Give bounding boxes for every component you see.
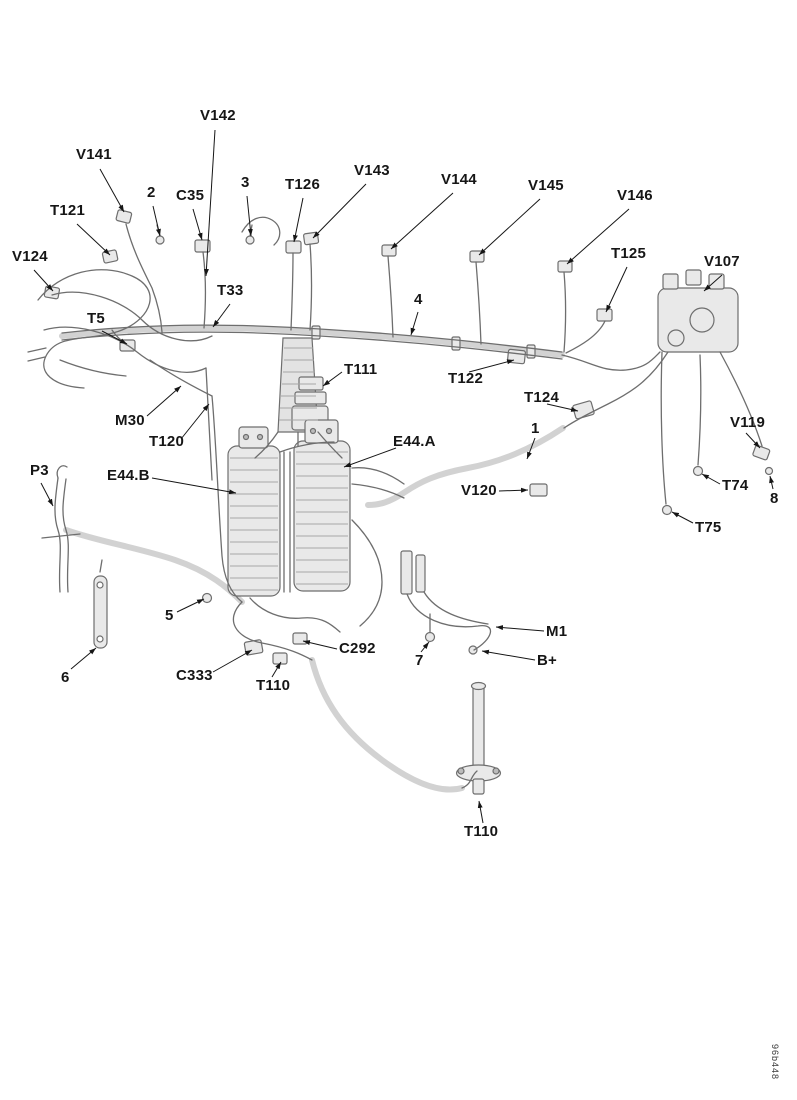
leader-line (312, 183, 367, 239)
terminal-t74 (692, 465, 704, 477)
leader-line (271, 661, 282, 678)
leader-line (390, 192, 454, 250)
battery-post (415, 554, 426, 593)
leader-line (176, 598, 205, 613)
leader-line (292, 197, 304, 243)
leader-line (76, 223, 111, 256)
document-code: 96b448 (770, 1044, 780, 1081)
leader-line (420, 641, 430, 653)
terminal-bplus (468, 645, 478, 655)
leader-line (498, 487, 529, 493)
cylinder-ribs (230, 347, 348, 591)
cylinder-cap-left (238, 426, 269, 449)
leader-line (212, 649, 253, 673)
strap-6 (93, 575, 108, 649)
leader-line (526, 437, 536, 460)
pump-v107-port (689, 307, 715, 333)
leader-line (212, 303, 231, 328)
leader-line (302, 640, 338, 650)
pump-fitting (708, 273, 725, 290)
leader-line (146, 385, 182, 417)
leader-line (99, 168, 125, 213)
leader-line (478, 198, 541, 256)
leader-line (671, 511, 694, 524)
bolt-8 (764, 466, 774, 476)
clamp-5 (201, 592, 213, 604)
standpipe-top (470, 681, 487, 691)
leader-line (151, 477, 237, 495)
harness-lines (27, 216, 763, 789)
leader-line (180, 403, 210, 440)
leader-line (566, 208, 630, 265)
leader-line (468, 359, 515, 373)
leader-line (192, 208, 203, 241)
leader-line (410, 311, 419, 336)
connector-t111-lower (294, 391, 327, 405)
leader-line (343, 447, 397, 468)
leader-line (70, 647, 97, 670)
leader-line (246, 195, 253, 237)
leader-line (322, 371, 343, 387)
leader-line (769, 475, 775, 490)
leader-line (745, 432, 761, 449)
pump-v107-port-small (667, 329, 685, 347)
leader-line (203, 129, 216, 277)
leader-line (495, 625, 545, 632)
leader-line (701, 473, 721, 485)
leader-line (605, 266, 628, 313)
pump-fitting (685, 269, 702, 286)
pump-fitting (662, 273, 679, 290)
harness-tubes (59, 325, 566, 793)
leader-line (477, 800, 484, 824)
leader-line (152, 205, 161, 237)
leader-line (481, 649, 536, 661)
leader-line (546, 403, 579, 412)
leader-line (101, 330, 128, 345)
connector-v141 (115, 209, 133, 224)
terminal-t75 (661, 504, 673, 516)
leader-line (40, 482, 54, 507)
connector-v120 (529, 483, 548, 497)
connector-v119 (752, 444, 771, 461)
leader-line (703, 274, 723, 292)
leader-line (33, 269, 54, 292)
standpipe-foot (472, 778, 485, 795)
